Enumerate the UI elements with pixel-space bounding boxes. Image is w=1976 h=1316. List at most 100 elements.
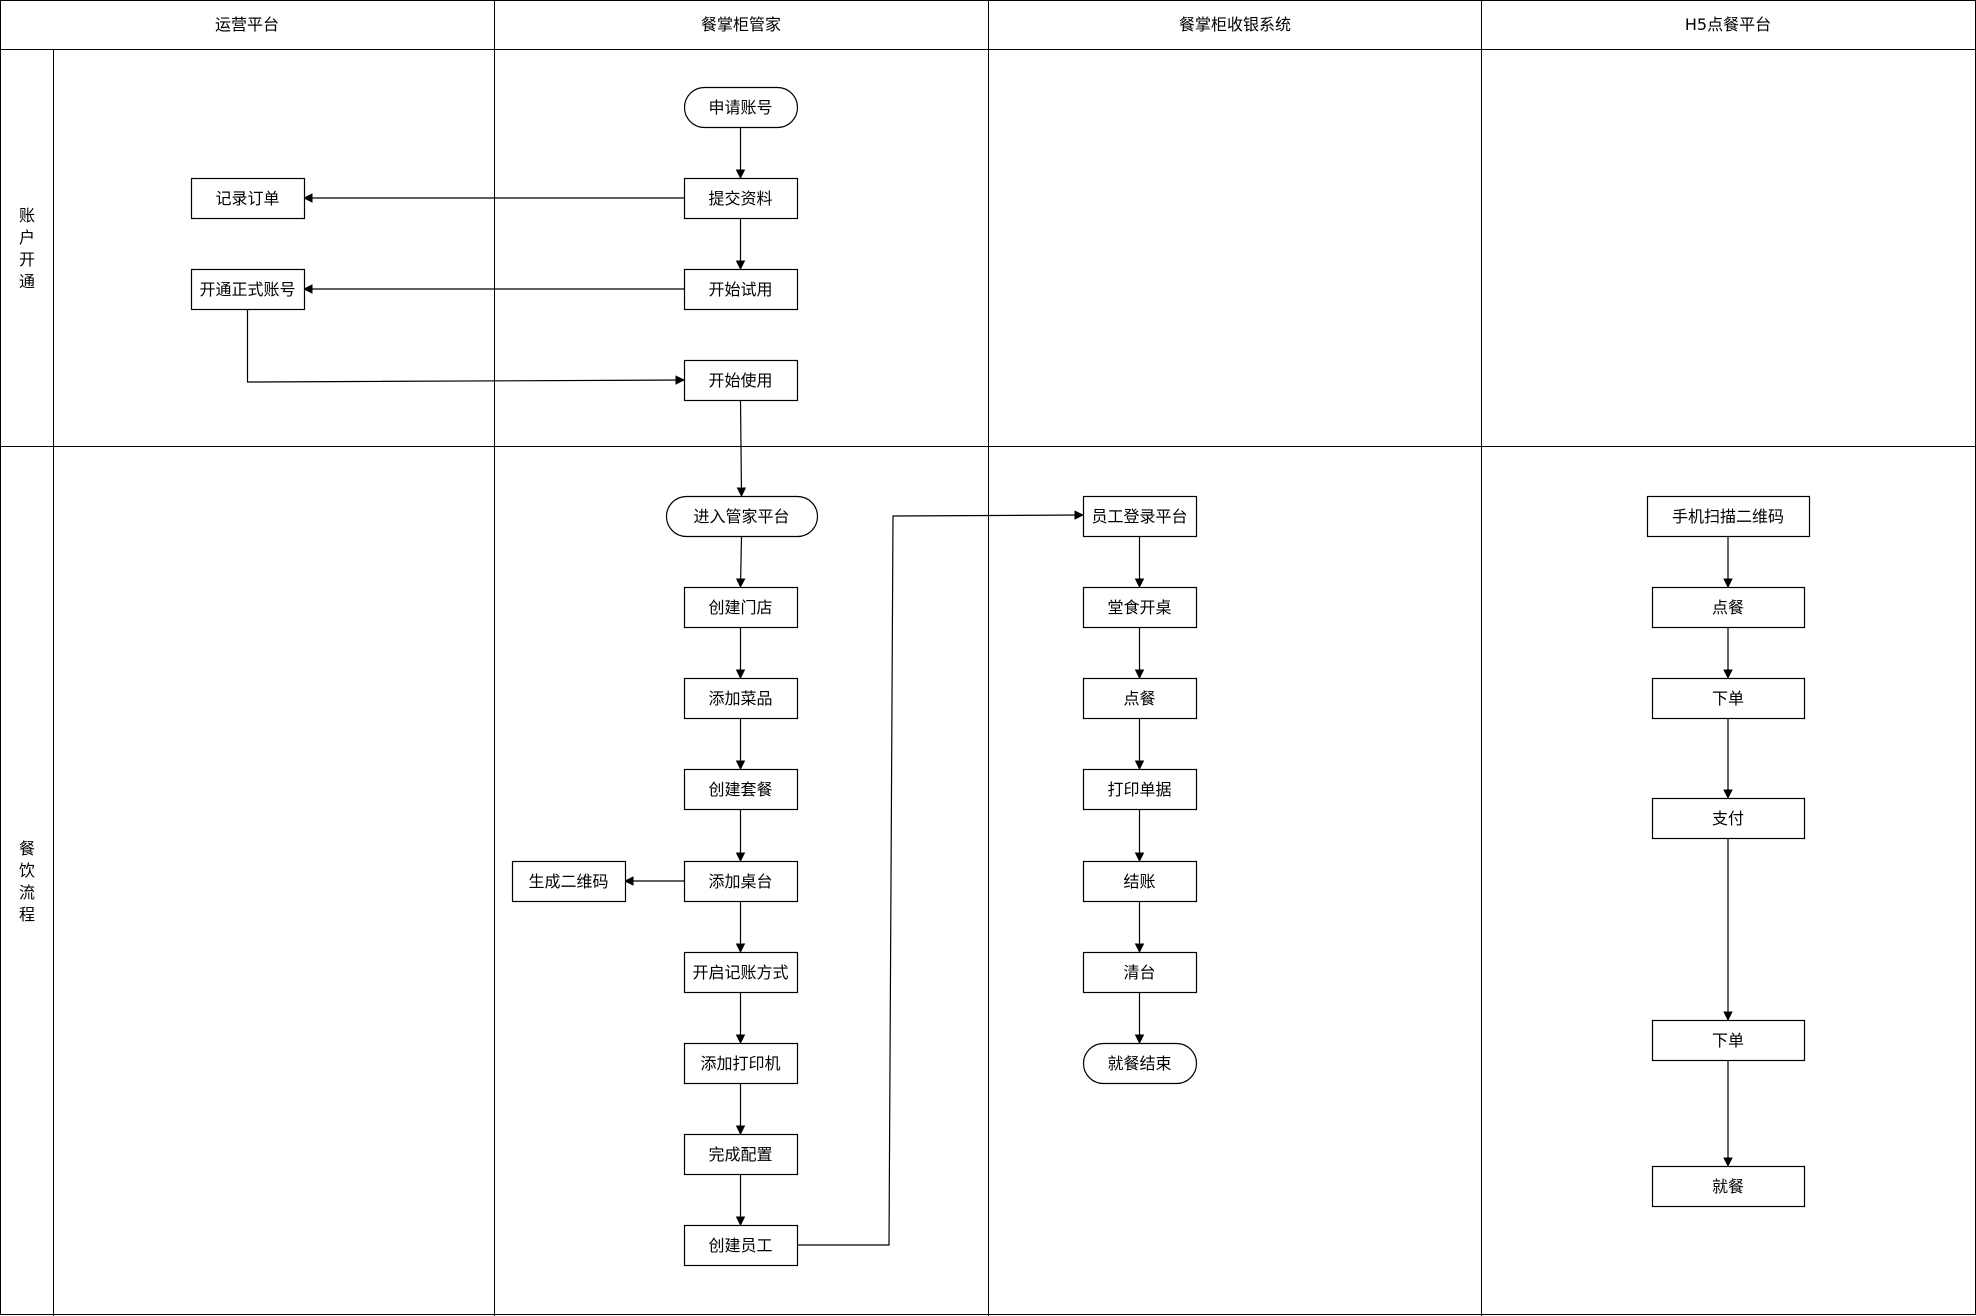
node-shape-qrcode — [511, 860, 627, 903]
node-clear: 清台 — [1082, 951, 1198, 994]
node-shape-table — [683, 860, 799, 903]
node-dine: 就餐 — [1651, 1165, 1806, 1208]
node-record: 记录订单 — [190, 177, 306, 220]
node-shape-checkout — [1082, 860, 1198, 903]
node-shape-end — [1082, 1042, 1198, 1085]
node-label-apply: 申请账号 — [708, 98, 772, 117]
node-label-h5place2: 下单 — [1712, 1031, 1744, 1050]
node-end: 就餐结束 — [1082, 1042, 1198, 1085]
node-label-startuse: 开始使用 — [708, 371, 772, 390]
node-table: 添加桌台 — [683, 860, 799, 903]
node-submit: 提交资料 — [683, 177, 799, 220]
node-shape-combo — [683, 768, 799, 811]
node-shape-billing — [683, 951, 799, 994]
node-label-record: 记录订单 — [215, 189, 279, 208]
node-shape-dine — [1651, 1165, 1806, 1208]
node-label-end: 就餐结束 — [1107, 1054, 1171, 1073]
node-label-enter: 进入管家平台 — [693, 507, 789, 526]
node-label-dine: 就餐 — [1712, 1177, 1744, 1196]
node-dish: 添加菜品 — [683, 677, 799, 720]
node-order: 点餐 — [1082, 677, 1198, 720]
column-header-butler: 餐掌柜管家 — [701, 15, 781, 34]
node-store: 创建门店 — [683, 586, 799, 629]
node-shape-pay — [1651, 797, 1806, 840]
node-h5place: 下单 — [1651, 677, 1806, 720]
node-shape-trial — [683, 268, 799, 311]
node-label-login: 员工登录平台 — [1091, 507, 1187, 526]
node-shape-record — [190, 177, 306, 220]
node-staff: 创建员工 — [683, 1224, 799, 1267]
node-label-submit: 提交资料 — [708, 189, 772, 208]
node-label-clear: 清台 — [1123, 963, 1155, 982]
node-shape-receipt — [1082, 768, 1198, 811]
node-printer: 添加打印机 — [683, 1042, 799, 1085]
node-shape-order — [1082, 677, 1198, 720]
node-shape-h5place2 — [1651, 1019, 1806, 1062]
node-shape-h5place — [1651, 677, 1806, 720]
node-formal: 开通正式账号 — [190, 268, 306, 311]
connector-startuse-to-enter — [736, 399, 747, 497]
node-label-scan: 手机扫描二维码 — [1672, 507, 1784, 526]
node-label-staff: 创建员工 — [708, 1236, 772, 1255]
node-trial: 开始试用 — [683, 268, 799, 311]
node-login: 员工登录平台 — [1082, 495, 1198, 538]
node-checkout: 结账 — [1082, 860, 1198, 903]
node-apply: 申请账号 — [683, 86, 799, 129]
node-label-table: 添加桌台 — [708, 872, 772, 891]
node-shape-printer — [683, 1042, 799, 1085]
node-shape-config — [683, 1133, 799, 1176]
node-label-billing: 开启记账方式 — [692, 963, 788, 982]
node-label-qrcode: 生成二维码 — [528, 872, 608, 891]
node-shape-staff — [683, 1224, 799, 1267]
node-startuse: 开始使用 — [683, 359, 799, 402]
node-scan: 手机扫描二维码 — [1646, 495, 1811, 538]
node-receipt: 打印单据 — [1082, 768, 1198, 811]
node-shape-submit — [683, 177, 799, 220]
node-shape-clear — [1082, 951, 1198, 994]
column-header-cashier: 餐掌柜收银系统 — [1179, 15, 1291, 34]
node-shape-h5order — [1651, 586, 1806, 629]
connector-staff-to-login — [797, 510, 1084, 1246]
node-opentable: 堂食开桌 — [1082, 586, 1198, 629]
node-shape-store — [683, 586, 799, 629]
connector-enter-to-store — [735, 535, 746, 588]
node-label-h5order: 点餐 — [1712, 598, 1744, 617]
node-shape-scan — [1646, 495, 1811, 538]
lane-label-dining: 餐饮流程 — [19, 839, 35, 924]
node-label-order: 点餐 — [1123, 689, 1155, 708]
column-header-h5: H5点餐平台 — [1685, 15, 1771, 34]
node-label-receipt: 打印单据 — [1107, 780, 1171, 799]
lane-labels: 账户开通 餐饮流程 — [19, 206, 35, 924]
node-label-opentable: 堂食开桌 — [1107, 598, 1171, 617]
node-label-pay: 支付 — [1712, 809, 1744, 828]
lane-label-account: 账户开通 — [19, 206, 35, 291]
node-qrcode: 生成二维码 — [511, 860, 627, 903]
node-label-config: 完成配置 — [708, 1145, 772, 1164]
node-label-dish: 添加菜品 — [708, 689, 772, 708]
node-shape-apply — [683, 86, 799, 129]
column-headers: 运营平台 餐掌柜管家 餐掌柜收银系统 H5点餐平台 — [215, 15, 1771, 34]
column-header-ops-platform: 运营平台 — [215, 15, 279, 34]
node-shape-dish — [683, 677, 799, 720]
node-pay: 支付 — [1651, 797, 1806, 840]
node-label-checkout: 结账 — [1123, 872, 1155, 891]
node-label-trial: 开始试用 — [708, 280, 772, 299]
node-enter: 进入管家平台 — [665, 495, 819, 538]
node-h5order: 点餐 — [1651, 586, 1806, 629]
node-combo: 创建套餐 — [683, 768, 799, 811]
node-config: 完成配置 — [683, 1133, 799, 1176]
node-shape-enter — [665, 495, 819, 538]
node-shape-startuse — [683, 359, 799, 402]
node-label-store: 创建门店 — [708, 598, 772, 617]
node-label-printer: 添加打印机 — [700, 1054, 780, 1073]
connector-formal-to-startuse — [246, 309, 685, 385]
node-h5place2: 下单 — [1651, 1019, 1806, 1062]
node-label-formal: 开通正式账号 — [199, 280, 295, 299]
node-shape-formal — [190, 268, 306, 311]
node-label-h5place: 下单 — [1712, 689, 1744, 708]
connectors — [246, 127, 1733, 1246]
node-label-combo: 创建套餐 — [708, 780, 772, 799]
